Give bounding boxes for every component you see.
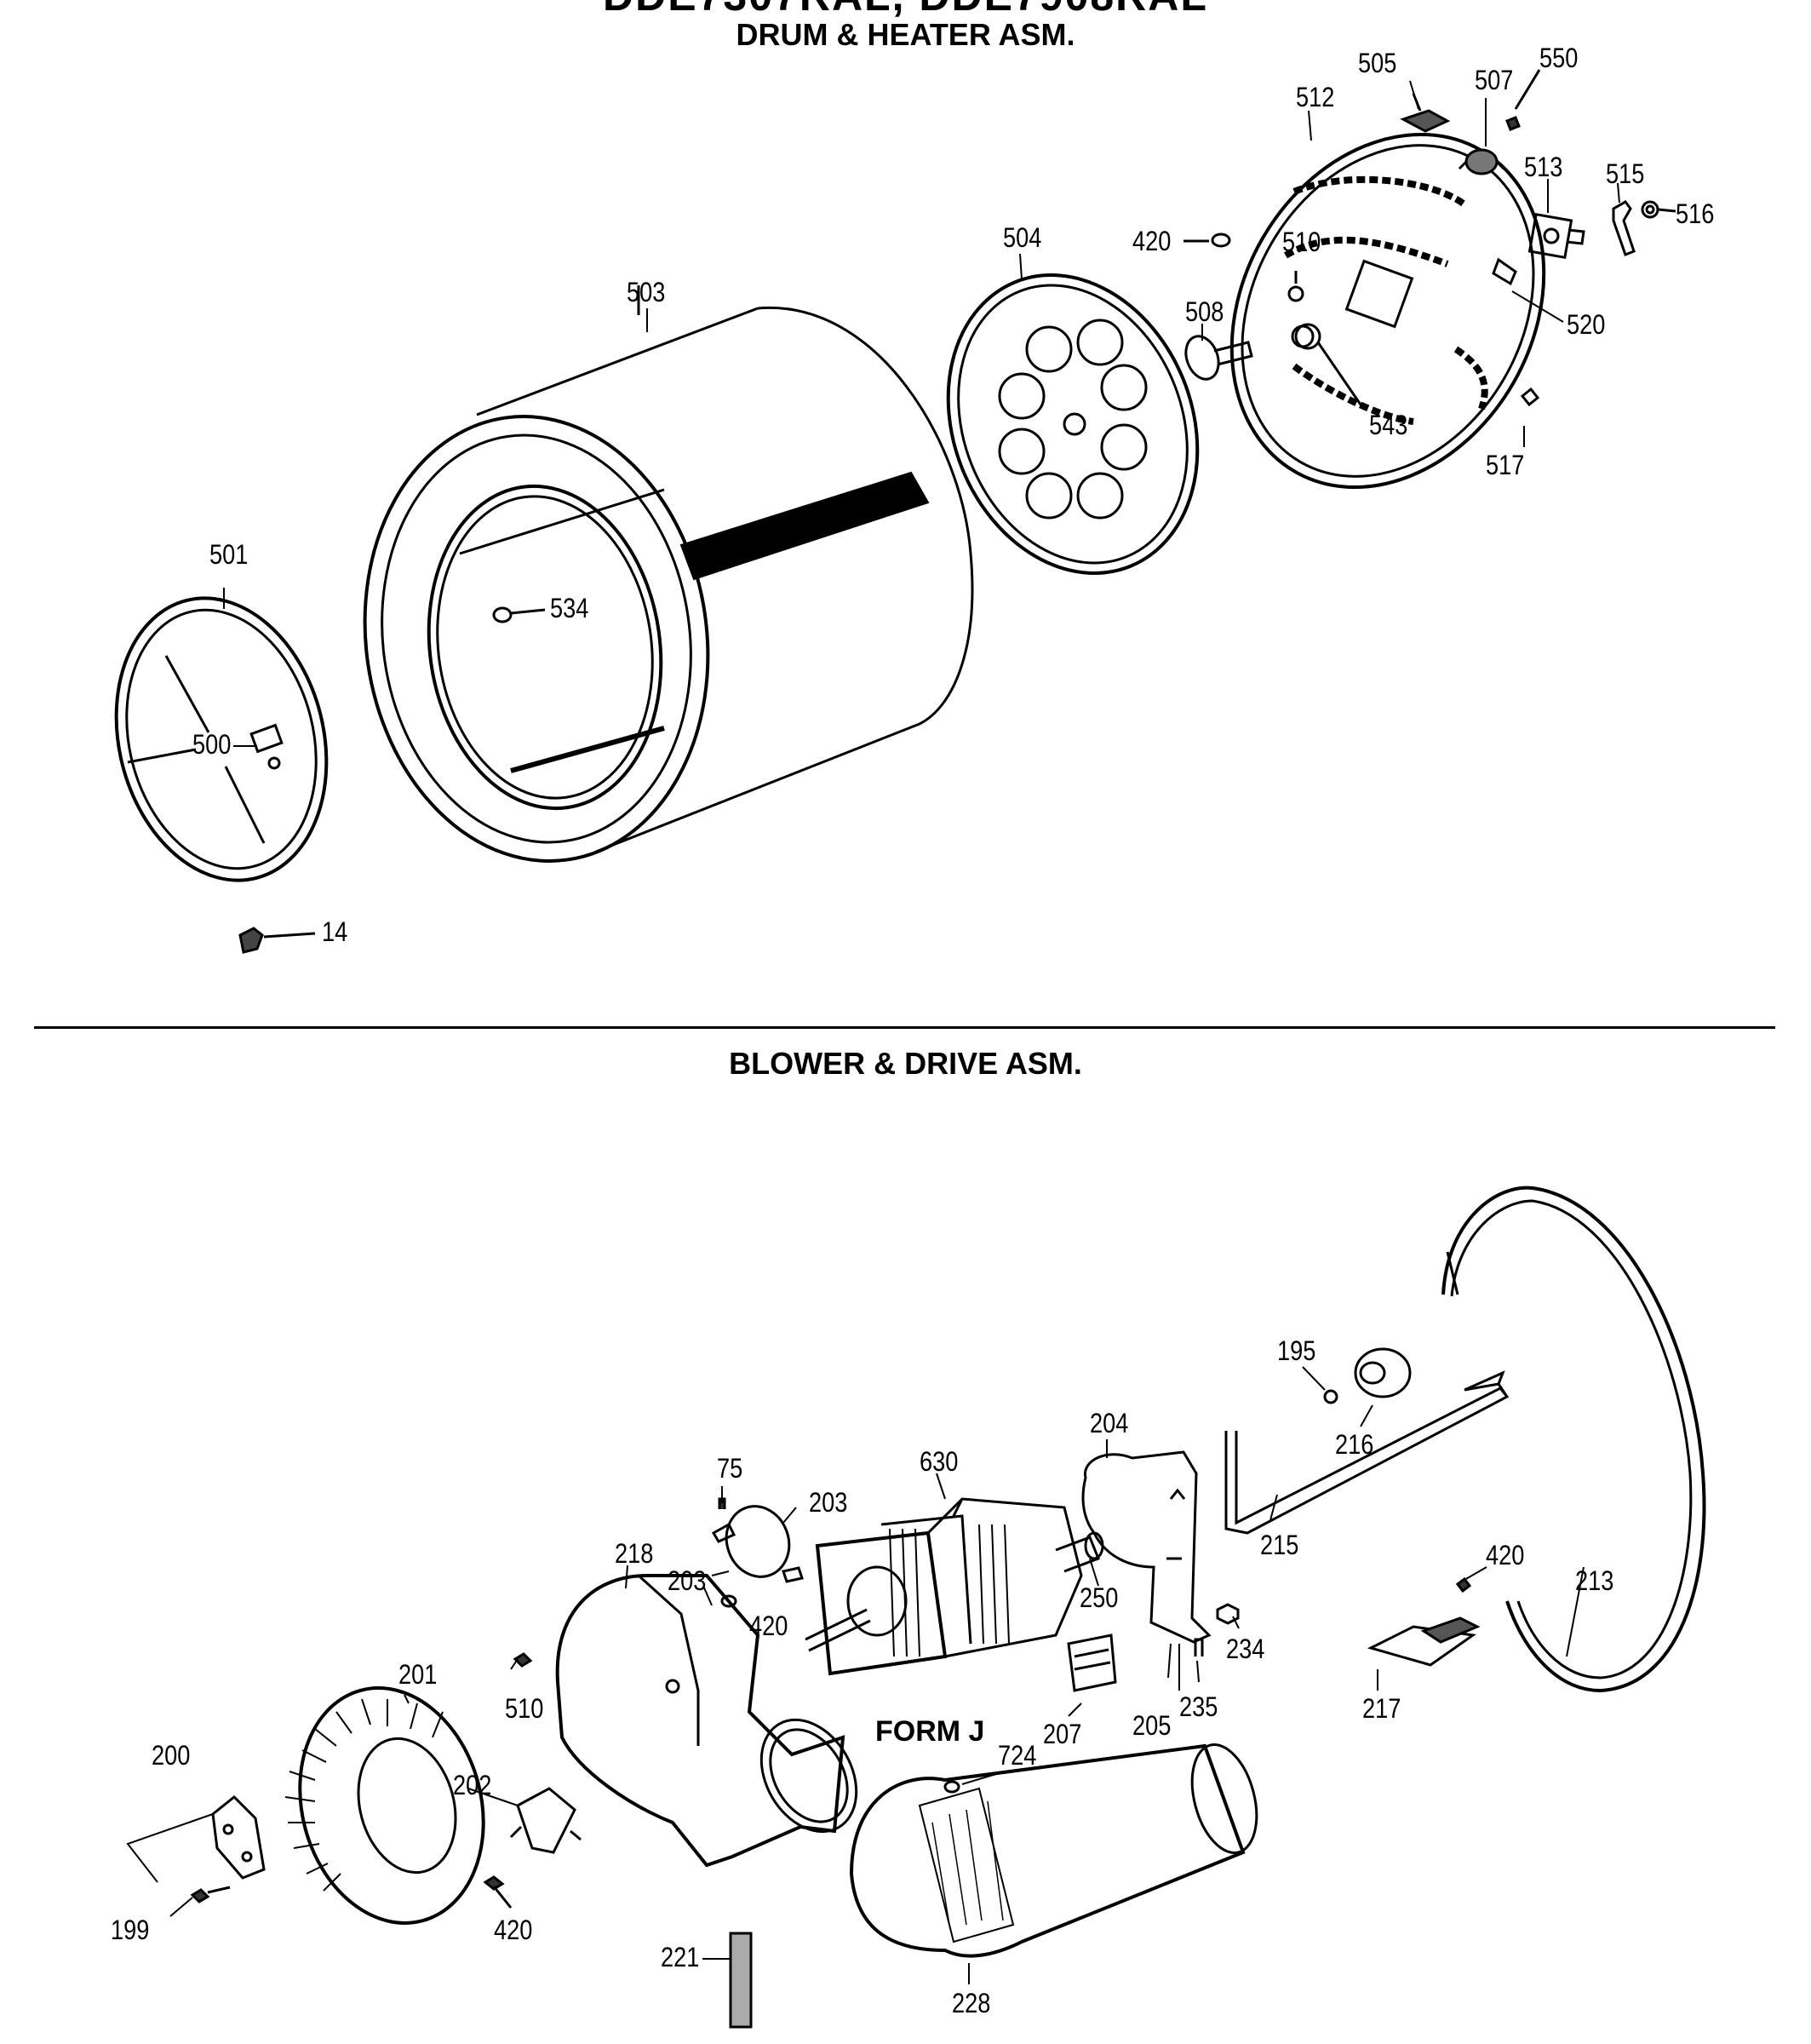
callout-420: 420	[749, 1611, 788, 1641]
callout-516: 516	[1676, 198, 1715, 229]
part-534-screw	[492, 606, 546, 623]
callout-500: 500	[192, 729, 232, 760]
callout-221: 221	[661, 1942, 700, 1972]
part-202-clip	[509, 1787, 582, 1854]
callout-213: 213	[1575, 1565, 1614, 1596]
leader-lines-blower	[126, 1439, 1278, 1960]
part-201-blower-wheel	[284, 1686, 485, 1925]
callout-203: 203	[668, 1565, 707, 1596]
part-517-clip	[1520, 387, 1540, 407]
callout-507: 507	[1475, 65, 1514, 95]
leader-lines-drum	[223, 80, 1620, 747]
part-512-heater-housing	[1229, 132, 1546, 490]
callout-201: 201	[398, 1659, 438, 1690]
callout-218: 218	[615, 1538, 654, 1569]
callout-534: 534	[550, 593, 589, 623]
callout-217: 217	[1362, 1693, 1401, 1724]
part-508-bearing	[1184, 335, 1253, 381]
part-420-screw-center	[720, 1594, 737, 1608]
callout-510: 510	[1282, 227, 1321, 257]
callout-207: 207	[1043, 1719, 1082, 1749]
section-title-blower-drive: BLOWER & DRIVE ASM.	[729, 1046, 1082, 1081]
section-title-drum-heater: DRUM & HEATER ASM.	[736, 17, 1075, 52]
part-199-screw	[190, 1886, 231, 1903]
part-213-drive-belt	[1441, 1186, 1706, 1693]
callout-510: 510	[505, 1693, 544, 1724]
callout-216: 216	[1335, 1429, 1374, 1460]
callout-505: 505	[1358, 48, 1397, 78]
part-203-motor-strap	[711, 1505, 804, 1583]
callout-513: 513	[1524, 152, 1563, 182]
callout-517: 517	[1486, 450, 1525, 480]
callout-250: 250	[1080, 1582, 1119, 1613]
callout-199: 199	[111, 1915, 150, 1945]
section-divider	[34, 1026, 1775, 1029]
part-504-rear-baffle	[946, 273, 1200, 575]
callout-508: 508	[1185, 296, 1224, 327]
part-14-foot	[238, 927, 316, 954]
callout-200: 200	[152, 1740, 191, 1771]
part-235-screw	[1194, 1638, 1204, 1656]
callout-543: 543	[1369, 410, 1408, 440]
callout-215: 215	[1260, 1530, 1299, 1560]
part-516-nut	[1641, 200, 1676, 219]
part-507-cutoff	[1458, 148, 1505, 175]
callout-14: 14	[322, 916, 348, 947]
part-724-screw	[943, 1773, 997, 1794]
part-221-tape	[729, 1932, 753, 2029]
callout-630: 630	[920, 1446, 959, 1477]
part-215-idler-arm	[1224, 1370, 1510, 1535]
callout-420: 420	[1132, 226, 1172, 256]
part-195-nut	[1302, 1366, 1338, 1404]
model-title: DDE7307RAL, DDE7908RAL	[0, 0, 1811, 20]
part-420-screw-lower	[483, 1875, 513, 1909]
part-234-nut	[1216, 1603, 1240, 1625]
callout-228: 228	[952, 1988, 991, 2018]
part-510-screw-lower	[513, 1652, 533, 1668]
part-218-blower-housing	[555, 1574, 858, 1868]
part-503-drum	[363, 285, 974, 863]
callout-520: 520	[1567, 309, 1606, 340]
callout-420: 420	[1486, 1540, 1525, 1570]
callout-235: 235	[1179, 1691, 1218, 1722]
callout-515: 515	[1606, 158, 1645, 189]
part-550-screw	[1505, 69, 1541, 131]
form-label: FORM J	[875, 1715, 985, 1748]
part-630-motor	[805, 1497, 1104, 1676]
part-420-screw-right	[1455, 1566, 1487, 1593]
part-207-switch	[1067, 1633, 1117, 1717]
part-200-bracket	[211, 1794, 266, 1880]
callout-504: 504	[1003, 222, 1042, 253]
part-501-front-ring	[114, 596, 329, 882]
part-515-bracket	[1612, 200, 1636, 256]
part-500-clip	[249, 723, 284, 770]
callout-202: 202	[453, 1770, 492, 1800]
part-513-plate	[1527, 212, 1585, 260]
callout-512: 512	[1296, 82, 1335, 112]
callout-550: 550	[1539, 43, 1579, 73]
part-228-exhaust-duct	[849, 1743, 1258, 1984]
part-510-screw	[1287, 271, 1304, 302]
part-204-205-motor-mount	[1081, 1450, 1212, 1679]
callout-503: 503	[627, 277, 666, 307]
part-420-screw-upper	[1183, 233, 1231, 248]
callout-195: 195	[1277, 1335, 1316, 1366]
part-543-roller	[1294, 323, 1364, 408]
part-505-thermostat	[1400, 93, 1451, 133]
part-217-plate	[1367, 1616, 1481, 1691]
part-216-idler-pulley	[1354, 1347, 1412, 1427]
callout-75: 75	[717, 1453, 743, 1484]
callout-205: 205	[1132, 1710, 1172, 1741]
callout-204: 204	[1090, 1408, 1129, 1438]
callout-501: 501	[209, 539, 249, 570]
callout-724: 724	[998, 1740, 1037, 1771]
callout-234: 234	[1226, 1633, 1265, 1664]
callout-420: 420	[494, 1915, 533, 1945]
callout-203: 203	[809, 1487, 848, 1518]
